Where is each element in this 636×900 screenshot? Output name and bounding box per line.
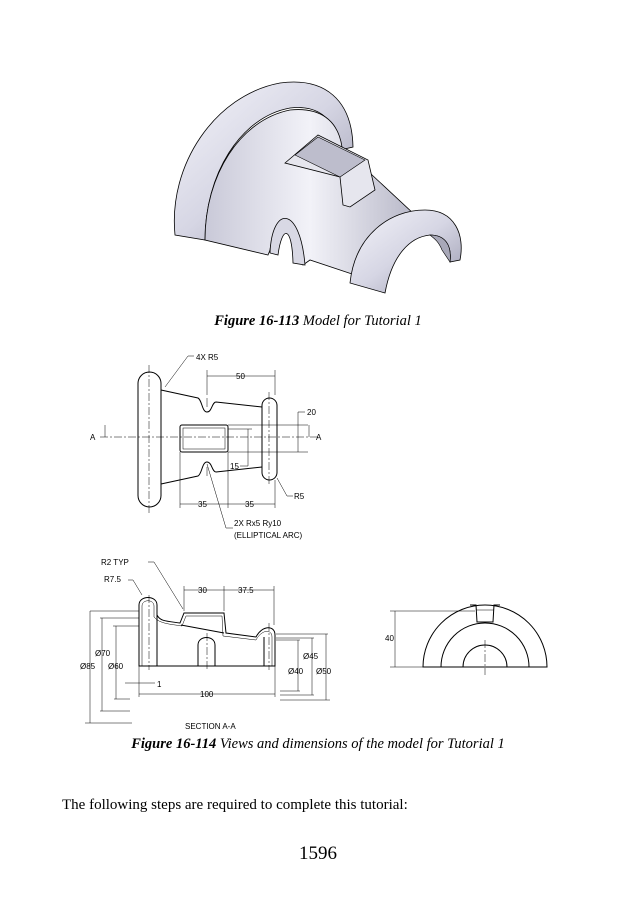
label-4x-r5: 4X R5 bbox=[196, 353, 219, 362]
page-number: 1596 bbox=[299, 843, 337, 864]
label-d85: Ø85 bbox=[80, 662, 96, 671]
label-dim-40: 40 bbox=[385, 634, 394, 643]
side-view-drawing: 40 bbox=[385, 604, 548, 675]
label-dim-100: 100 bbox=[200, 690, 214, 699]
label-r5: R5 bbox=[294, 492, 305, 501]
label-d45: Ø45 bbox=[303, 652, 319, 661]
label-section-a-left: A bbox=[90, 433, 96, 442]
label-dim-37-5: 37.5 bbox=[238, 586, 254, 595]
label-section-a-right: A bbox=[316, 433, 322, 442]
label-elliptical-arc: 2X Rx5 Ry10 bbox=[234, 519, 282, 528]
section-title: SECTION A-A bbox=[185, 722, 236, 731]
label-dim-15: 15 bbox=[230, 462, 239, 471]
label-elliptical-arc-note: (ELLIPTICAL ARC) bbox=[234, 531, 303, 540]
label-dim-20: 20 bbox=[307, 408, 316, 417]
label-dim-1: 1 bbox=[157, 680, 162, 689]
figure-caption-2: Figure 16-114 Views and dimensions of th… bbox=[0, 736, 636, 753]
label-dim-35b: 35 bbox=[245, 500, 254, 509]
label-dim-30: 30 bbox=[198, 586, 207, 595]
label-dim-50: 50 bbox=[236, 372, 245, 381]
label-d60: Ø60 bbox=[108, 662, 124, 671]
label-r2-typ: R2 TYP bbox=[101, 558, 129, 567]
figure-caption-1: Figure 16-113 Model for Tutorial 1 bbox=[0, 313, 636, 330]
model-3d-image bbox=[173, 81, 462, 294]
label-r7-5: R7.5 bbox=[104, 575, 121, 584]
body-paragraph: The following steps are required to comp… bbox=[62, 797, 408, 813]
label-d50: Ø50 bbox=[316, 667, 332, 676]
figure-title: Model for Tutorial 1 bbox=[299, 313, 422, 329]
label-d40: Ø40 bbox=[288, 667, 304, 676]
figure-title: Views and dimensions of the model for Tu… bbox=[216, 736, 505, 752]
top-view-drawing: 4X R5 50 20 A A 15 R5 35 35 2X Rx5 Ry10 … bbox=[90, 353, 322, 540]
figure-number: Figure 16-114 bbox=[131, 736, 217, 752]
figure-number: Figure 16-113 bbox=[214, 313, 300, 329]
label-d70: Ø70 bbox=[95, 649, 111, 658]
label-dim-35a: 35 bbox=[198, 500, 207, 509]
section-view-drawing: R2 TYP R7.5 30 37.5 Ø70 Ø85 Ø60 1 100 Ø4… bbox=[80, 558, 332, 731]
